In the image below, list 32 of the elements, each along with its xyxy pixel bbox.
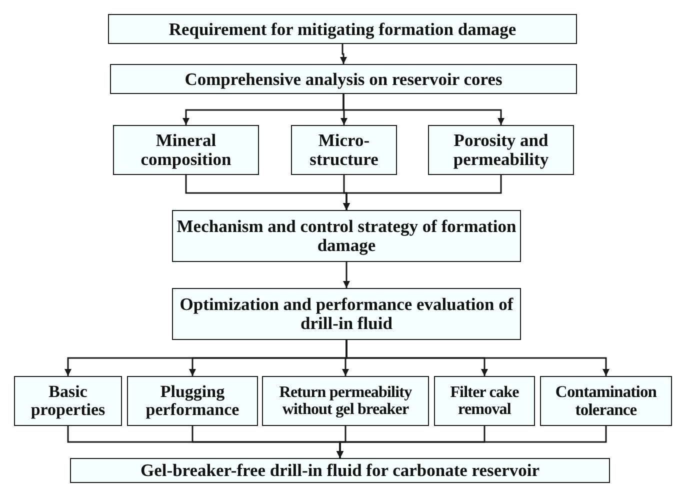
connector-arrow (343, 175, 502, 210)
box-text: Filter cake removal (449, 384, 520, 418)
process-box (262, 376, 429, 426)
process-box (540, 376, 672, 426)
connector-arrow (346, 340, 610, 376)
box-text: Contamination tolerance (554, 383, 658, 419)
connector-arrow (340, 44, 347, 64)
box-text: Micro-structure (308, 131, 380, 169)
process-box (110, 64, 577, 94)
box-text: Requirement for mitigating formation damage (168, 20, 516, 38)
box-text: Porosity and permeability (452, 131, 550, 169)
box-text: Gel-breaker-free drill-in fluid for carbonate reservoir (140, 461, 540, 480)
box-text: Mechanism and control strategy of formation damage (176, 217, 517, 255)
connector-arrow (336, 426, 607, 458)
box-text: Mineral composition (140, 131, 232, 169)
process-box (113, 125, 259, 175)
connector-arrow (342, 94, 504, 125)
process-box (70, 458, 610, 483)
box-text: Comprehensive analysis on reservoir cores (184, 70, 502, 88)
box-text: Basic properties (30, 382, 106, 420)
connector-arrow (343, 262, 350, 288)
process-box (172, 210, 521, 262)
process-box (172, 288, 521, 340)
box-text: Plugging performance (144, 382, 240, 420)
process-box (291, 125, 397, 175)
box-text: Return permeability without gel breaker (278, 384, 413, 418)
process-box (127, 376, 258, 426)
process-box (108, 14, 577, 44)
box-text: Optimization and performance evaluation of drill-in fluid (178, 295, 514, 333)
process-box (14, 376, 122, 426)
process-box (434, 376, 535, 426)
process-box (428, 125, 574, 175)
